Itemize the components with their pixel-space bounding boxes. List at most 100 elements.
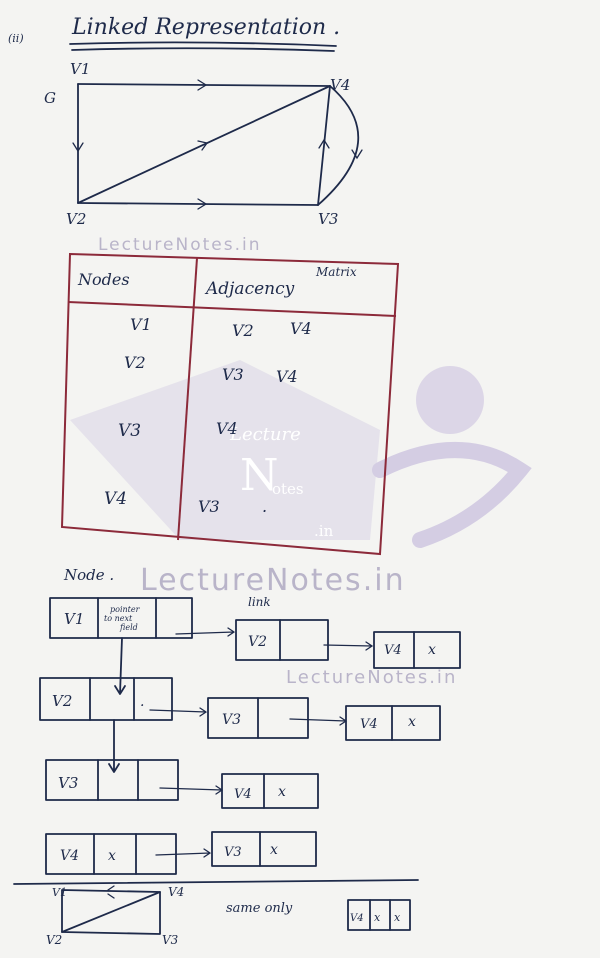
head-node-v2-mid: . <box>140 694 144 710</box>
watermark-logo-n: N <box>240 450 279 501</box>
list-node-v3-label: V3 <box>222 712 241 728</box>
watermark: LectureNotes.in LectureNotes.in LectureN… <box>70 235 532 688</box>
table-row-4-node: V4 <box>104 489 127 509</box>
heading-marker: (ii) <box>8 32 24 45</box>
head-node-v2 <box>39 677 173 721</box>
mini-graph-diagonal <box>61 891 161 933</box>
list-node-v2-label: V2 <box>248 634 267 650</box>
heading-underline-1 <box>69 41 337 47</box>
heading: (ii) Linked Representation . <box>8 15 340 52</box>
table-row-3-adj-1: V4 <box>216 419 238 438</box>
heading-underline-2 <box>71 47 335 52</box>
heading-title: Linked Representation . <box>71 15 340 40</box>
table-border <box>60 252 400 556</box>
vertex-label-v1: V1 <box>70 60 90 78</box>
vertex-label-v2: V2 <box>66 210 86 228</box>
list-row-4: V4 x V3 x <box>45 831 317 875</box>
list-node-v4-b <box>345 705 441 741</box>
watermark-logo: Lecture N otes .in <box>70 360 532 548</box>
node-caption: Node . <box>63 566 114 584</box>
list-end-2: x <box>408 714 416 730</box>
table-row-2-adj-1: V3 <box>222 365 244 384</box>
arrow-v1-v2 <box>72 142 84 153</box>
watermark-text-top: LectureNotes.in <box>98 235 262 255</box>
list-end-4: x <box>270 842 278 858</box>
arrow-v2-v3 <box>197 198 208 210</box>
edge-v1-v4 <box>77 83 331 87</box>
watermark-text-low: LectureNotes.in <box>286 667 457 688</box>
graph-label: G <box>44 89 56 107</box>
list-node-v4-c <box>221 773 319 809</box>
list-node-v4 <box>373 631 461 669</box>
list-node-v3-b <box>211 831 317 867</box>
head-node-v4-label: V4 <box>60 848 79 864</box>
head-node-v3 <box>45 759 179 801</box>
mini-cell-2: x <box>374 911 381 924</box>
vertex-label-v3: V3 <box>318 210 338 228</box>
mini-v2: V2 <box>46 933 62 947</box>
adjacency-table: Nodes Adjacency Matrix V1 V2 V4 V2 V3 V4… <box>60 252 400 556</box>
mini-v3: V3 <box>162 933 179 947</box>
table-row-1-adj-2: V4 <box>290 319 312 338</box>
head-node-v2-label: V2 <box>52 692 72 710</box>
watermark-logo-in: .in <box>314 522 334 540</box>
table-row-3-node: V3 <box>118 421 141 441</box>
list-node-v4-c-label: V4 <box>234 787 252 802</box>
watermark-logo-otes: otes <box>272 480 304 498</box>
list-node-v2 <box>235 619 329 661</box>
mini-node-box <box>347 899 411 931</box>
arrow-v1-v4 <box>197 79 208 91</box>
list-row-3: V3 V4 x <box>45 759 319 809</box>
list-node-v4-label: V4 <box>384 643 402 658</box>
edge-v2-v4 <box>77 85 331 204</box>
head-node-v1-label: V1 <box>64 610 84 628</box>
table-header-adjacency: Adjacency <box>204 279 295 299</box>
table-row-4-adj-1: V3 <box>198 497 220 516</box>
table-row-2-node: V2 <box>124 353 146 372</box>
mini-cell-3: x <box>394 911 401 924</box>
table-header-matrix: Matrix <box>315 265 357 279</box>
mini-graph-box <box>61 889 161 935</box>
arrow-v2-v4 <box>197 140 209 151</box>
list-end-3: x <box>278 784 286 800</box>
vertex-label-v4: V4 <box>330 76 350 94</box>
watermark-logo-lecture: Lecture <box>229 424 301 445</box>
edge-v3-v4 <box>317 85 331 206</box>
graph-diagram: G V1 V4 V2 V3 <box>44 60 363 228</box>
table-row-1-node: V1 <box>130 315 152 334</box>
arrow-v4-v3 <box>351 149 363 160</box>
list-node-v3-b-label: V3 <box>224 845 242 860</box>
down-link-2 <box>108 719 120 773</box>
mini-cell-1: V4 <box>350 913 364 924</box>
head-node-v4-mid: x <box>108 848 116 864</box>
watermark-text-mid: LectureNotes.in <box>140 563 406 598</box>
mini-v4: V4 <box>168 885 184 899</box>
list-row-2: V2 . V3 V4 x <box>39 677 441 741</box>
table-header-divider <box>67 301 397 317</box>
footer-divider <box>13 879 419 885</box>
mini-v1: V1 <box>52 886 67 899</box>
link-caption: link <box>248 595 271 609</box>
table-row-2-adj-2: V4 <box>276 367 298 386</box>
table-row-1-adj-1: V2 <box>232 321 254 340</box>
arrow-v3-v4 <box>318 138 330 149</box>
head-node-v1 <box>49 597 193 639</box>
pointer-note-1: pointer <box>110 605 141 614</box>
edge-v4-v3-curve <box>317 85 360 206</box>
pointer-note-2: to next <box>104 614 133 623</box>
list-row-1: V1 pointer to next field V2 V4 x <box>49 597 461 669</box>
list-end-1: x <box>428 642 436 658</box>
table-header-nodes: Nodes <box>77 270 130 289</box>
edge-v2-v3 <box>77 202 319 206</box>
table-row-4-adj-2: . <box>262 497 267 516</box>
head-node-v3-label: V3 <box>58 774 78 792</box>
linked-list-diagram: Node . link V1 pointer to next field V2 … <box>39 566 461 875</box>
down-link-1 <box>114 637 126 695</box>
list-node-v4-b-label: V4 <box>360 717 378 732</box>
footer-note: same only <box>226 901 293 916</box>
footer-section: V1 V4 V2 V3 same only V4 x x <box>13 879 419 947</box>
table-column-divider <box>177 257 198 541</box>
mini-arrow-1 <box>107 885 115 899</box>
pointer-note-3: field <box>119 623 138 632</box>
